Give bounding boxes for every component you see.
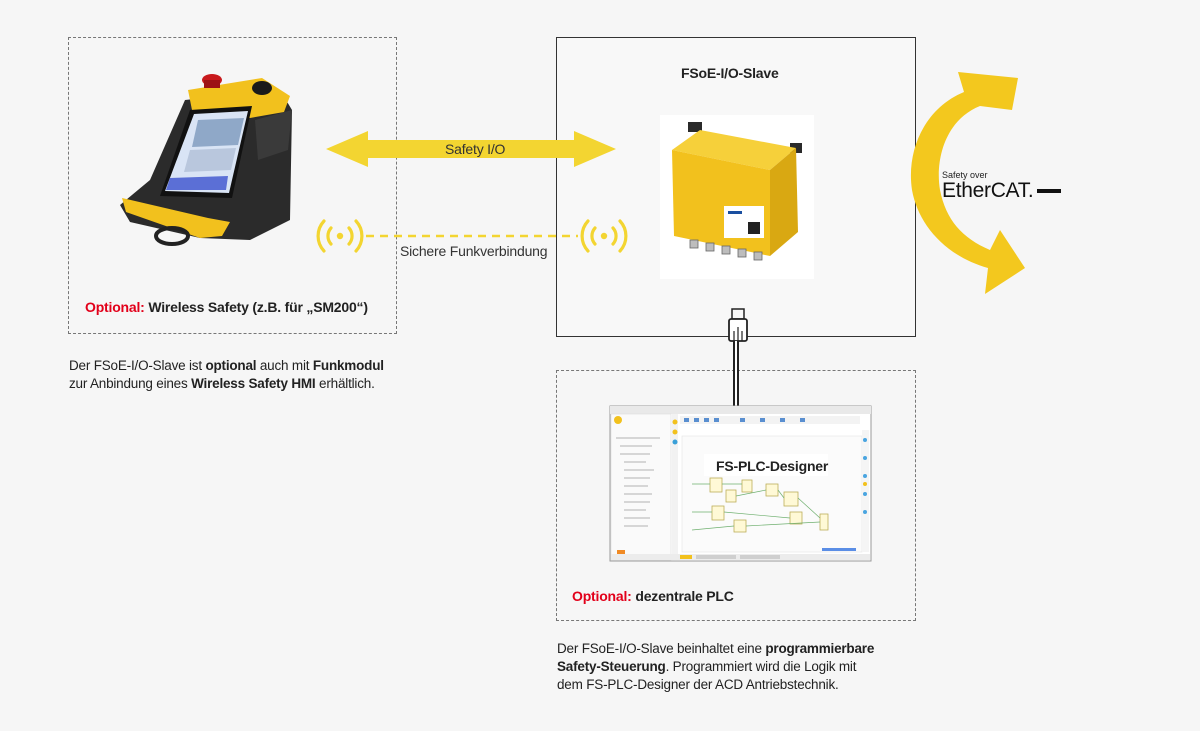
bottom-caption-line-2: Safety-Steuerung. Programmiert wird die … [557,659,857,674]
wireless-optional-note: Optional: Wireless Safety (z.B. für „SM2… [85,299,368,315]
wireless-signal-icon-right [580,219,628,253]
optional-label: Optional: [85,299,145,315]
safety-io-arrow [326,131,616,167]
ethercat-brand: EtherCAT. [942,180,1062,202]
wireless-safety-box [68,37,397,334]
safety-io-label: Safety I/O [445,141,506,157]
left-caption-line-2: zur Anbindung eines Wireless Safety HMI … [69,376,375,391]
bottom-caption: Der FSoE-I/O-Slave beinhaltet eine progr… [557,640,874,694]
left-caption: Der FSoE-I/O-Slave ist optional auch mit… [69,357,384,393]
ethercat-small-text: Safety over [942,170,988,180]
ethercat-arrow-mark [1037,189,1062,194]
ethercat-logo: Safety over EtherCAT. [942,170,1062,202]
wireless-hmi-device-image [120,74,292,246]
optional-label: Optional: [572,588,632,604]
bottom-caption-line-1: Der FSoE-I/O-Slave beinhaltet eine progr… [557,641,875,656]
fs-plc-designer-screenshot [609,405,872,562]
wireless-description: Wireless Safety (z.B. für „SM200“) [148,299,368,315]
bottom-caption-line-3: dem FS-PLC-Designer der ACD Antriebstech… [557,677,839,692]
curved-arrow-icon [910,72,1025,294]
plc-optional-note: Optional: dezentrale PLC [572,588,734,604]
fsoe-io-slave-device-image [660,115,814,279]
fs-plc-designer-label: FS-PLC-Designer [716,458,829,474]
left-caption-line-1: Der FSoE-I/O-Slave ist optional auch mit… [69,358,384,373]
plc-description: dezentrale PLC [635,588,734,604]
radio-link-label: Sichere Funkverbindung [400,243,548,259]
fsoe-io-slave-title: FSoE-I/O-Slave [681,65,779,81]
wireless-signal-icon-left [316,219,364,253]
